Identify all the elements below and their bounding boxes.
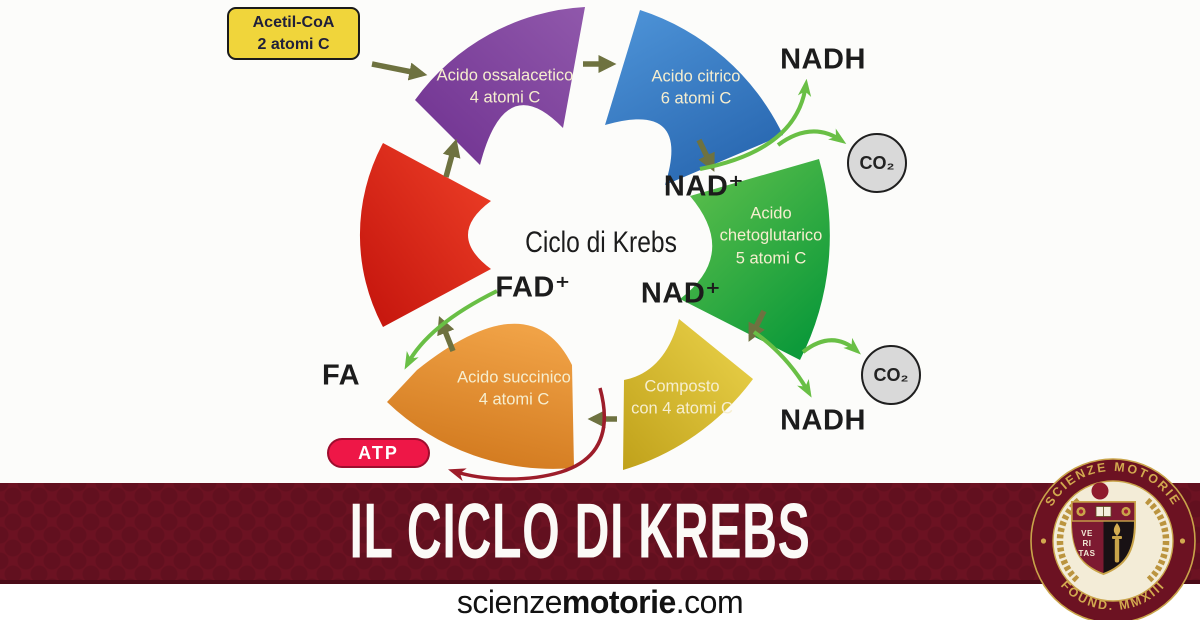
label-nad-lower: NAD⁺ <box>640 277 722 310</box>
site-url-domain: .com <box>675 583 744 620</box>
seal-left-dot <box>1040 538 1047 544</box>
title-banner: IL CICLO DI KREBS <box>0 483 1200 584</box>
site-url-bold: motorie <box>561 583 676 620</box>
label-fa: FA <box>321 359 361 392</box>
banner-title: IL CICLO DI KREBS <box>349 486 811 575</box>
label-oxaloacetate: Acido ossalacetico 4 atomi C <box>436 66 574 107</box>
label-ketoglutarate: Acido chetoglutarico 5 atomi C <box>719 204 823 268</box>
arrow-to-nadh-bottom-icon <box>752 330 812 398</box>
label-nadh-top: NADH <box>780 43 866 76</box>
scienze-motorie-seal-icon: SCIENZE MOTORIE FOUND. MMXIII VE RI TAS <box>1030 458 1196 620</box>
acetyl-coa-name: Acetil-CoA <box>252 13 335 31</box>
arrow-ketoglutarate-to-compound-icon <box>748 309 767 342</box>
wedge-red <box>359 143 491 327</box>
wedge-oxaloacetate <box>415 7 585 165</box>
seal-right-dot <box>1179 538 1186 544</box>
site-url-regular: scienze <box>456 583 563 620</box>
cycle-title: Ciclo di Krebs <box>525 226 677 259</box>
arrow-to-atp-icon <box>448 387 606 482</box>
laurel-wreath-icon <box>1056 497 1170 585</box>
torch-icon <box>1113 523 1121 536</box>
wedge-citrate <box>605 10 783 185</box>
label-fad: FAD⁺ <box>495 271 571 304</box>
co2-badge-bottom: CO₂ <box>861 345 921 405</box>
motto-tas: TAS <box>1079 549 1096 558</box>
atp-badge: ATP <box>327 438 430 468</box>
acetyl-coa-box: Acetil-CoA 2 atomi C <box>227 7 360 60</box>
arrow-to-co2-top-icon <box>776 128 847 147</box>
footer-bar: scienzemotorie.com <box>0 584 1200 620</box>
product-arrows <box>404 78 861 398</box>
label-nadh-bottom: NADH <box>780 404 866 437</box>
arrow-acetyl-to-oxaloacetate-icon <box>371 61 428 81</box>
wedge-ketoglutarate <box>680 159 830 360</box>
arrow-to-nadh-top-icon <box>699 78 812 171</box>
motto-ve: VE <box>1081 529 1093 538</box>
arrow-citrate-to-ketoglutarate-icon <box>696 138 715 172</box>
acetyl-coa-carbons: 2 atomi C <box>257 35 330 53</box>
wedge-succinate <box>387 323 574 469</box>
co2-badge-top: CO₂ <box>847 133 907 193</box>
arrow-fad-to-fa-icon <box>404 289 498 370</box>
wedge-compound <box>623 319 753 470</box>
seal-shield-icon: VE RI TAS <box>1071 501 1136 576</box>
seal-top-dot <box>1091 482 1109 500</box>
label-nad-right: NAD⁺ <box>663 170 745 203</box>
motto-ri: RI <box>1083 539 1092 548</box>
site-url: scienzemotorie.com <box>456 583 744 620</box>
arrow-to-co2-bottom-icon <box>801 337 861 355</box>
label-succinate: Acido succinico 4 atomi C <box>457 368 571 409</box>
label-citrate: Acido citrico 6 atomi C <box>651 67 741 108</box>
arrow-red-to-oxaloacetate-icon <box>442 138 461 178</box>
label-compound: Composto con 4 atomi C <box>631 377 733 418</box>
